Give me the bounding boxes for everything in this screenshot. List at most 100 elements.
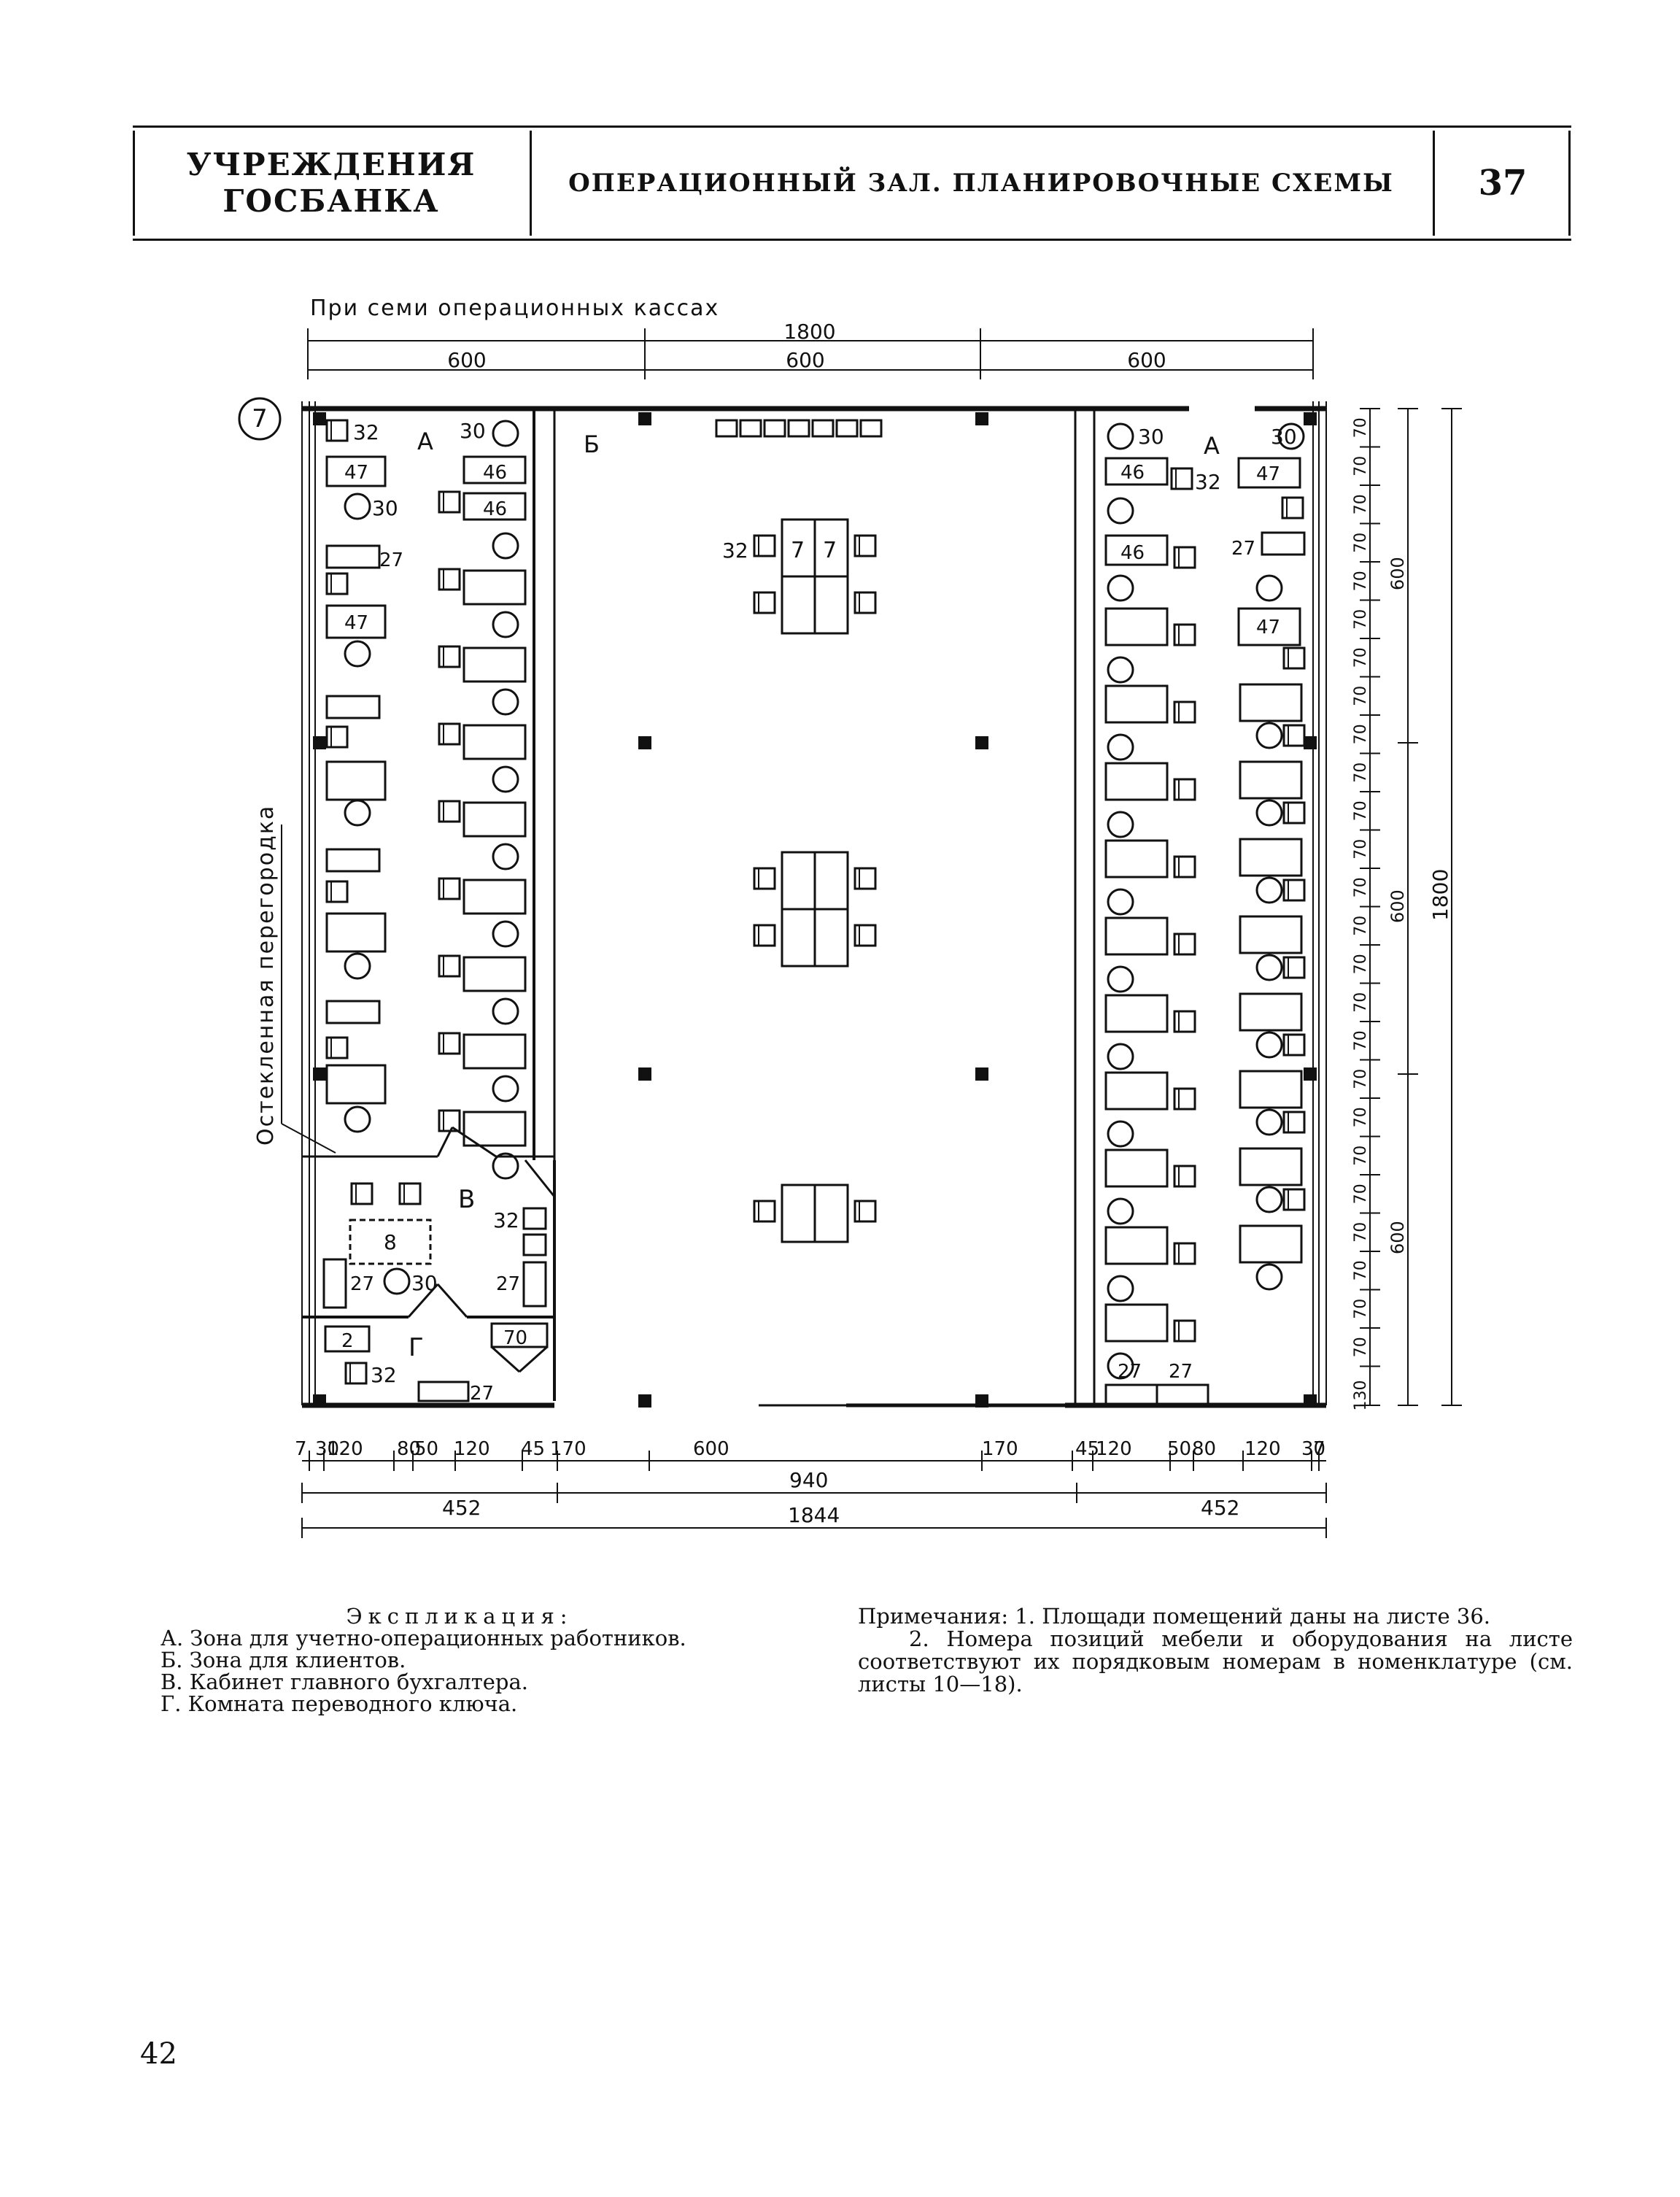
desk [462,1033,527,1070]
desk [325,1064,387,1105]
cabinet [325,695,381,719]
label-32: 32 [353,420,379,444]
label-27: 27 [1169,1361,1193,1383]
stool [398,1182,422,1205]
stool [853,1200,877,1223]
cabinet-27 [1261,531,1306,556]
column [1304,412,1317,425]
chair-circle [1107,1352,1134,1380]
label-32: 32 [1195,470,1221,494]
desk [1104,916,1169,956]
desk [1104,1226,1169,1265]
stool [853,591,877,614]
column [975,1394,988,1408]
chair-circle [1255,722,1283,749]
chair-circle [383,1267,411,1295]
stool [1173,855,1196,879]
desk [1104,762,1169,801]
stool [438,1109,461,1132]
dim-bottom-value: 30 [1301,1438,1325,1460]
desk [462,569,527,606]
dim-bottom-value: 120 [327,1438,363,1460]
chair-circle [492,420,519,447]
chair-circle [492,1075,519,1103]
dim-bottom-value: 30 [315,1438,339,1460]
dim-right-value: 70 [1352,724,1370,744]
dim-right-value: 70 [1352,1337,1370,1357]
stool [522,1207,547,1230]
dim-bottom-452: 452 [1201,1496,1239,1520]
chair-circle [492,920,519,948]
stool [1281,496,1304,520]
column [1304,736,1317,749]
dim-bottom-value: 170 [982,1438,1018,1460]
partition-leader [281,1123,336,1154]
dim-bottom-value: 120 [1096,1438,1132,1460]
label-46: 46 [1120,542,1145,564]
desk [462,646,527,683]
sheet-title: ОПЕРАЦИОННЫЙ ЗАЛ. ПЛАНИРОВОЧНЫЕ СХЕМЫ [568,169,1394,198]
label-27: 27 [470,1383,494,1405]
chair-circle [344,640,371,668]
dim-right-value: 70 [1352,762,1370,783]
stool [522,1233,547,1256]
chair-circle [1107,497,1134,525]
dim-bottom-value: 45 [1075,1438,1099,1460]
dim-right-value: 70 [1352,800,1370,821]
column [638,412,651,425]
label-47: 47 [1256,617,1280,638]
stool [1173,933,1196,956]
label-30: 30 [1271,425,1297,449]
stool [438,722,461,746]
stool [438,800,461,823]
dim-right-value: 70 [1352,456,1370,476]
cash-box [811,419,835,438]
chair-circle [492,765,519,793]
stool [350,1182,373,1205]
chair-circle [1255,1031,1283,1059]
desk [1104,1071,1169,1111]
column [638,1394,651,1408]
dim-bottom-value: 7 [1313,1438,1325,1460]
dim-bottom-940: 940 [789,1468,828,1492]
stool [1282,1111,1306,1134]
desk [462,801,527,838]
sheet-number: 37 [1478,163,1528,204]
column [975,412,988,425]
desk [1239,1147,1303,1186]
stool [853,867,877,890]
stool [438,645,461,668]
notes: Примечания: 1. Площади помещений даны на… [858,1605,1573,1696]
stool [325,1036,349,1059]
label-32: 32 [371,1363,397,1387]
label-32: 32 [722,538,748,563]
dim-right-value: 70 [1352,609,1370,630]
zone-label-a-left: А [417,428,433,455]
dim-bottom-value: 170 [550,1438,587,1460]
chair-circle [1107,733,1134,761]
explication-title: Экспликация: [346,1604,573,1629]
explication: Экспликация: А. Зона для учетно-операцио… [160,1605,759,1715]
stool [1173,1087,1196,1111]
stool [325,572,349,595]
dim-right-value: 70 [1352,686,1370,706]
label-30: 30 [372,496,398,520]
dim-right-value: 70 [1352,1299,1370,1319]
note-1: Примечания: 1. Площади помещений даны на… [858,1604,1490,1629]
cabinet [325,848,381,873]
label-8: 8 [384,1230,397,1254]
stool [1173,700,1196,724]
dim-right-value: 70 [1352,647,1370,668]
scheme-number-circle [238,397,282,441]
stool [1282,801,1306,825]
equipment-line [518,1345,549,1373]
desk [1239,838,1303,877]
desk [1239,683,1303,722]
desk-8 [349,1219,432,1265]
chair-circle [492,611,519,638]
label-70: 70 [503,1327,527,1349]
label-47: 47 [1256,463,1280,485]
dim-bottom-value: 7 [295,1438,307,1460]
